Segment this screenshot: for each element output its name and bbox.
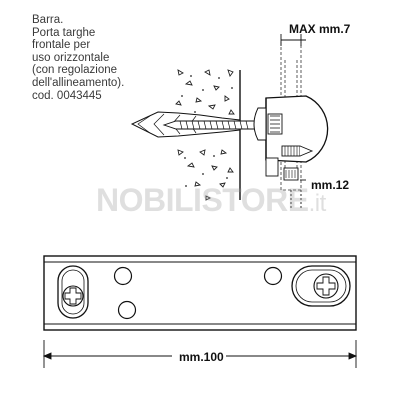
watermark-brand: NOBILISTORE <box>96 182 309 218</box>
lower-screw-head <box>265 157 279 177</box>
description-line: dell'allineamento). <box>32 76 125 89</box>
brand-watermark: NOBILISTORE.it <box>96 182 326 219</box>
left-phillips-cross-icon <box>64 287 82 305</box>
description-line: Porta targhe <box>32 26 96 39</box>
bar-length-label: mm.100 <box>179 350 224 364</box>
set-screw-thread <box>284 146 298 156</box>
right-phillips-cross-icon <box>316 276 336 296</box>
bracket-body <box>265 95 329 163</box>
screw-thread <box>179 120 249 130</box>
product-code: cod. 0043445 <box>32 89 102 102</box>
bar-thickness-dimension <box>290 179 306 208</box>
bar-thickness-label: mm.12 <box>311 178 350 192</box>
bar-length-dimension <box>42 340 358 368</box>
mounting-hole-right <box>263 266 283 286</box>
description-line: (con regolazione <box>32 64 118 77</box>
description-line: frontale per <box>32 39 91 52</box>
max-thickness-label: MAX mm.7 <box>289 22 351 36</box>
wall-speckles <box>175 69 235 201</box>
screw-head <box>253 107 267 141</box>
mounting-hole-left <box>113 266 133 286</box>
watermark-tld: .it <box>308 190 327 217</box>
right-adjustment-slot-inner <box>295 269 347 303</box>
screw-slot-hatch <box>270 115 280 133</box>
description-line: Barra. <box>32 14 64 26</box>
description-line: uso orizzontale <box>32 51 110 64</box>
set-screw-tip <box>299 145 314 157</box>
lower-screw-hatch <box>285 170 296 178</box>
max-thickness-dimension <box>280 34 306 46</box>
wall-plug-fins <box>137 113 197 136</box>
product-description: Barra. Porta targhe frontale per uso ori… <box>32 14 182 102</box>
mounting-hole-bottom <box>117 300 137 320</box>
lower-screw-insert <box>283 167 299 181</box>
left-adjustment-slot-inner <box>61 269 85 315</box>
